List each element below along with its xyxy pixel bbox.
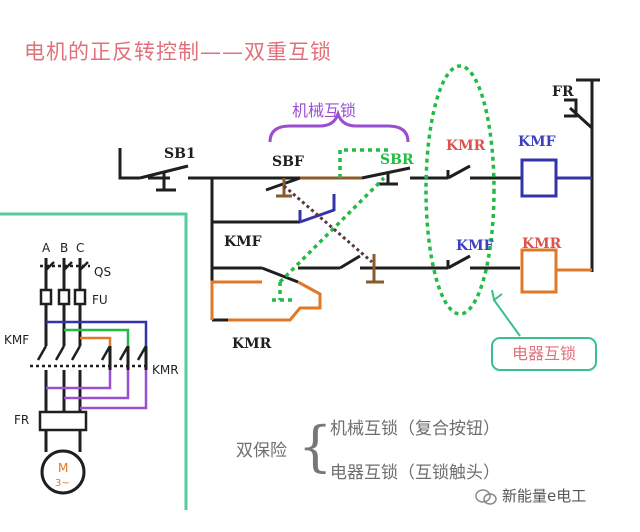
elec-interlock-ring (424, 64, 496, 316)
mech-interlock-label: 机械互锁 (292, 101, 356, 120)
kmr-main-label: KMR (152, 363, 179, 377)
fr-main-label: FR (14, 413, 29, 427)
sbr-label: SBR (380, 152, 414, 168)
fr-top-label: FR (552, 84, 574, 100)
sb1-button (139, 164, 189, 192)
phase-a-label: A (42, 241, 51, 255)
kmf-main-label: KMF (4, 333, 29, 347)
mech-interlock-links-dark (283, 184, 373, 264)
fuses (39, 288, 87, 306)
callout-pointer-tip (491, 289, 503, 302)
kmr-aux-label: KMR (232, 336, 272, 352)
double-protection-label: 双保险 (236, 441, 287, 461)
reversing-wires (46, 320, 148, 410)
note-line-1: 机械互锁（复合按钮） (330, 419, 500, 439)
kmf-aux-label: KMF (224, 234, 262, 250)
kmf-coil (520, 158, 592, 198)
kmr-self-hold (210, 280, 322, 322)
qs-label: QS (94, 265, 111, 279)
kmr-coil-label: KMR (522, 236, 562, 252)
sb1-label: SB1 (164, 146, 196, 162)
sbr-button (336, 166, 411, 186)
kmr-nc-contact (446, 164, 471, 180)
motor-circle (40, 449, 86, 495)
kmf-nc-contact (446, 254, 471, 270)
phase-c-label: C (76, 241, 84, 255)
note-line-2: 电器互锁（互锁触头） (330, 463, 500, 483)
fu-label: FU (92, 293, 108, 307)
elec-interlock-callout: 电器互锁 (491, 337, 597, 371)
kmf-top-label: KMF (518, 134, 556, 150)
mech-interlock-links (272, 148, 388, 302)
lower-row-contacts (261, 254, 392, 284)
kmr-top-label: KMR (446, 138, 486, 154)
fr-contact (564, 80, 594, 130)
wechat-icon (475, 489, 497, 505)
kmf-mid-label: KMF (456, 238, 494, 254)
kmr-coil (520, 248, 592, 294)
motor-sub-label: 3~ (55, 478, 70, 489)
motor-label: M (58, 461, 68, 475)
main-contacts (30, 345, 150, 368)
kmf-aux-contact (266, 194, 336, 224)
brace-symbol: { (298, 415, 333, 478)
mech-interlock-brace (268, 109, 410, 143)
sbf-button (262, 176, 336, 198)
sbf-label: SBF (272, 154, 304, 170)
qs-switch (40, 261, 90, 271)
control-wires-dark (118, 78, 600, 322)
main-circuit-border (0, 212, 188, 510)
callout-pointer (493, 299, 521, 337)
main-power-wires (44, 258, 148, 452)
phase-b-label: B (60, 241, 68, 255)
fr-heater (38, 410, 88, 432)
watermark-text: 新能量e电工 (502, 487, 587, 505)
page-title: 电机的正反转控制——双重互锁 (24, 40, 332, 64)
